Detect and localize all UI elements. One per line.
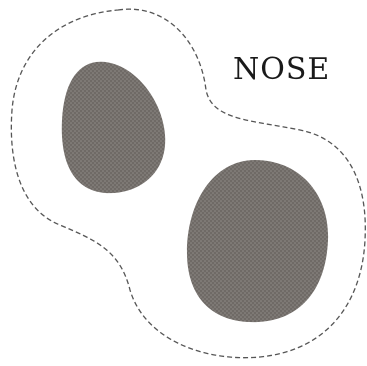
nose-label: NOSE — [233, 52, 330, 87]
left-nostril-blob — [62, 62, 165, 193]
right-nostril-blob — [187, 160, 328, 322]
